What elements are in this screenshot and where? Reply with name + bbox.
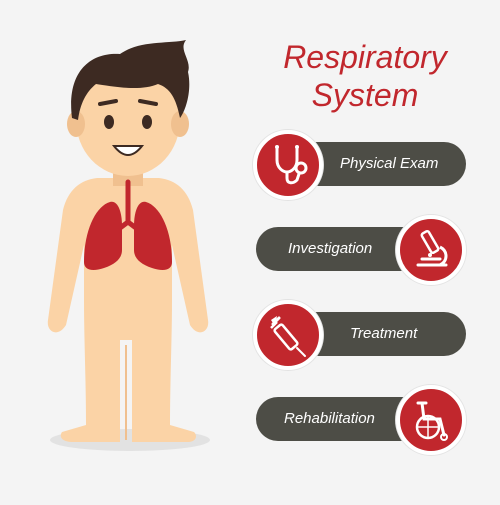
item-label: Physical Exam (340, 155, 439, 172)
stethoscope-icon (275, 145, 308, 185)
left-eyebrow (98, 99, 118, 106)
item-label: Treatment (350, 325, 418, 342)
microscope-icon (416, 229, 448, 267)
wheelchair-icon (415, 401, 448, 441)
item-label: Rehabilitation (284, 410, 375, 427)
left-ear (67, 111, 85, 137)
item-label: Investigation (288, 240, 373, 257)
stethoscope-badge (253, 130, 323, 200)
syringe-icon (270, 316, 306, 357)
right-lung (134, 201, 172, 270)
left-eye (104, 115, 114, 129)
right-eye (142, 115, 152, 129)
right-eyebrow (138, 99, 158, 106)
wheelchair-badge (396, 385, 466, 455)
title-line-2: System (311, 77, 419, 113)
left-lung (84, 201, 122, 270)
head (76, 64, 180, 176)
mouth (111, 145, 145, 156)
human-figure (0, 0, 250, 500)
title-line-1: Respiratory (283, 39, 447, 75)
human-figure-illustration (47, 40, 210, 451)
hair (71, 40, 190, 120)
page-title: Respiratory System (260, 38, 470, 114)
microscope-badge (396, 215, 466, 285)
syringe-badge (253, 300, 323, 370)
right-ear (171, 111, 189, 137)
